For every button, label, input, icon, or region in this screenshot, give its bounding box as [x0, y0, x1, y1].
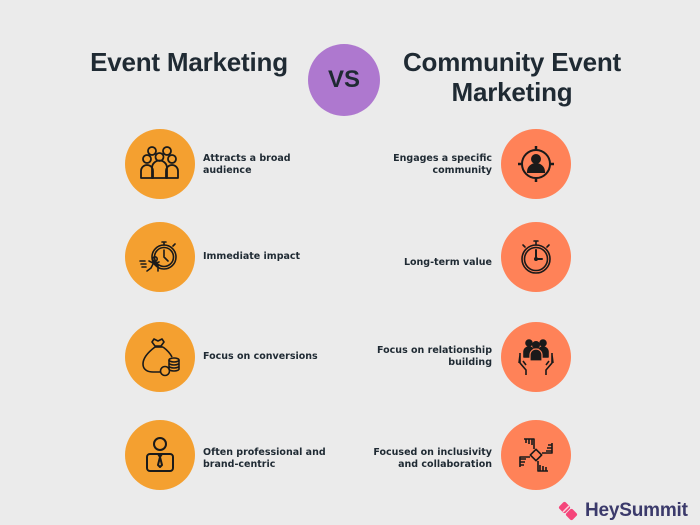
heysummit-logo-icon — [558, 501, 578, 521]
vs-label: VS — [327, 66, 360, 93]
target-person-icon — [501, 129, 571, 199]
left-column-title: Event Marketing — [90, 47, 288, 77]
money-bag-coins-icon — [125, 322, 195, 392]
hands-holding-people-icon — [501, 322, 571, 392]
right-column-title: Community Event Marketing — [402, 47, 622, 107]
interlocking-hands-icon — [501, 420, 571, 490]
businessman-tie-icon — [125, 420, 195, 490]
heysummit-logo: HeySummit — [557, 500, 688, 522]
brand-name: HeySummit — [585, 500, 688, 521]
left-item-label: Focus on conversions — [203, 351, 318, 362]
left-item-label: Attracts a broad audience — [203, 153, 291, 176]
running-stopwatch-icon — [125, 222, 195, 292]
right-item-label: Focused on inclusivity and collaboration — [373, 447, 492, 470]
right-item-label: Engages a specific community — [393, 153, 492, 176]
vs-badge: VS — [308, 44, 380, 116]
stopwatch-icon — [501, 222, 571, 292]
left-item-label: Often professional and brand-centric — [203, 447, 326, 470]
right-item-label: Long-term value — [403, 257, 492, 268]
left-item-label: Immediate impact — [203, 251, 301, 262]
right-item-label: Focus on relationship building — [377, 345, 492, 368]
audience-group-icon — [125, 129, 195, 199]
